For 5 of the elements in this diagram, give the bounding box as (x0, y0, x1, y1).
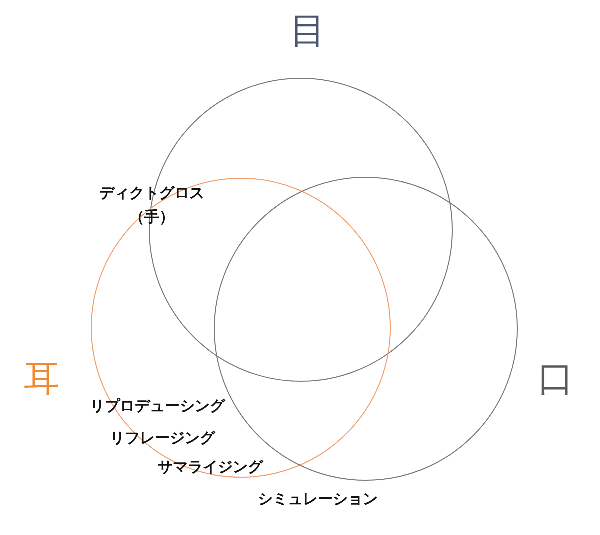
method-label: リフレージング (110, 428, 215, 449)
circle-heading: 口 (538, 360, 574, 400)
circle-heading: 目 (290, 12, 326, 52)
circle-heading: 耳 (24, 360, 60, 400)
method-label: シミュレーション (258, 489, 378, 510)
